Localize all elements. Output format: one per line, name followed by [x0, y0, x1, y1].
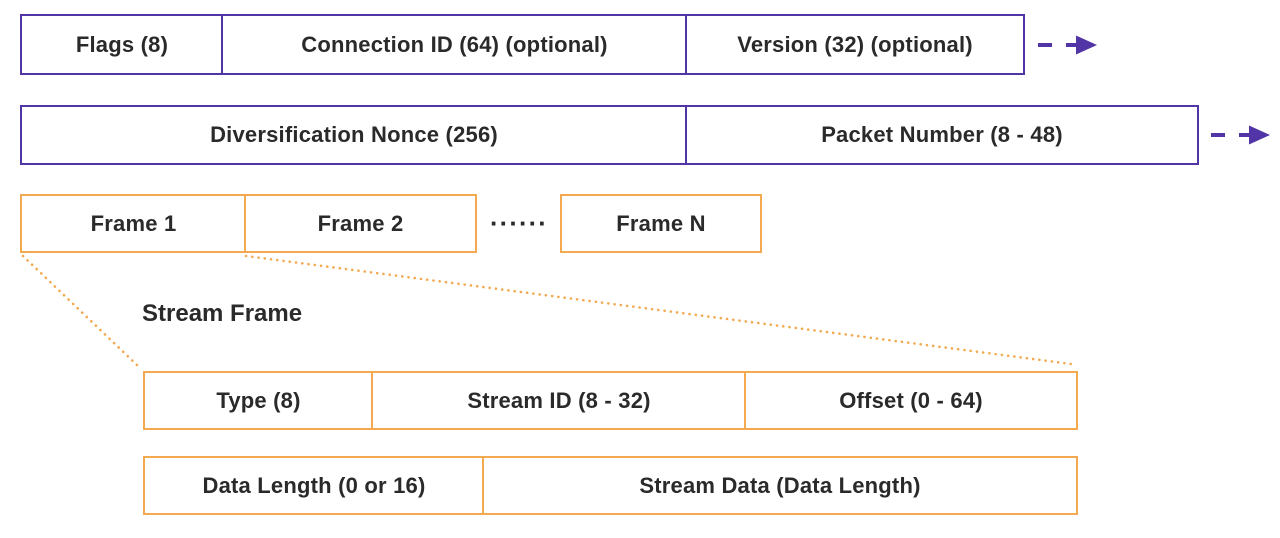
- dotted-connector-line-left: [21, 254, 139, 367]
- field-label: Data Length (0 or 16): [202, 472, 426, 498]
- field-connection-id: Connection ID (64) (optional): [221, 14, 688, 75]
- field-stream-id: Stream ID (8 - 32): [371, 371, 747, 430]
- field-label: Frame 2: [317, 210, 404, 236]
- continuation-arrow-icon: [1211, 125, 1270, 145]
- continuation-arrow-icon: [1038, 35, 1097, 55]
- field-label: Stream ID (8 - 32): [467, 387, 651, 413]
- field-label: Packet Number (8 - 48): [821, 122, 1063, 147]
- field-label: Diversification Nonce (256): [210, 122, 498, 147]
- field-data-length: Data Length (0 or 16): [143, 456, 485, 515]
- field-packet-number: Packet Number (8 - 48): [685, 105, 1199, 165]
- field-frame-2: Frame 2: [244, 194, 477, 253]
- field-flags: Flags (8): [20, 14, 224, 75]
- field-type: Type (8): [143, 371, 374, 430]
- field-label: Version (32) (optional): [737, 31, 973, 57]
- field-version: Version (32) (optional): [685, 14, 1025, 75]
- field-frame-n: Frame N: [560, 194, 762, 253]
- field-frame-1: Frame 1: [20, 194, 247, 253]
- field-stream-data: Stream Data (Data Length): [482, 456, 1078, 515]
- field-offset: Offset (0 - 64): [744, 371, 1078, 430]
- field-label: Frame N: [616, 210, 706, 236]
- dotted-connector-line-right: [244, 254, 1073, 366]
- stream-frame-label: Stream Frame: [142, 300, 303, 327]
- field-label: Flags (8): [75, 31, 169, 57]
- field-label: Offset (0 - 64): [839, 387, 983, 413]
- field-label: Frame 1: [90, 210, 177, 236]
- field-label: Type (8): [216, 387, 301, 413]
- field-label: Connection ID (64) (optional): [301, 31, 608, 57]
- field-label: Stream Data (Data Length): [639, 472, 921, 498]
- field-diversification-nonce: Diversification Nonce (256): [20, 105, 688, 165]
- frames-ellipsis: ······: [490, 208, 548, 238]
